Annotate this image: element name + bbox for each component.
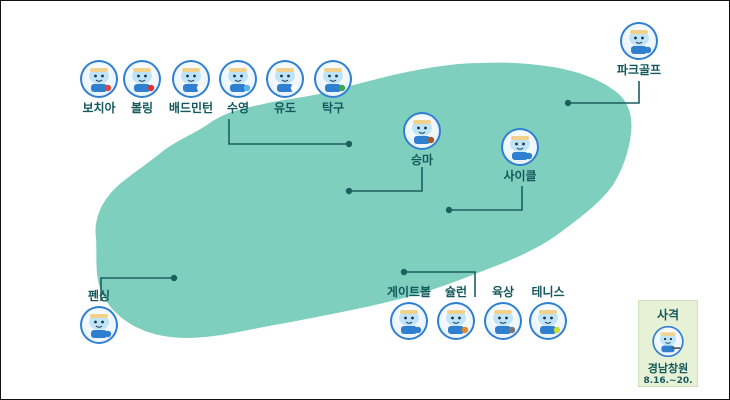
- venue-judo[interactable]: 유도: [250, 59, 320, 115]
- venue-tabletennis[interactable]: 탁구: [298, 59, 368, 115]
- venue-location-dot: [345, 140, 353, 148]
- venue-parkgolf[interactable]: 파크골프: [604, 21, 674, 77]
- mascot-fencing-icon: [80, 306, 118, 344]
- venue-bowling[interactable]: 볼링: [107, 59, 177, 115]
- mascot-shooting-icon: [652, 325, 684, 358]
- mascot-table-tennis-icon: [314, 60, 352, 98]
- mascot-cycling-icon: [501, 128, 539, 166]
- venue-tennis[interactable]: 테니스: [513, 285, 583, 341]
- venue-label: 보치아: [82, 101, 116, 115]
- offsite-city: 경남창원: [647, 362, 689, 375]
- venue-cycling[interactable]: 사이클: [485, 127, 555, 183]
- venue-badminton[interactable]: 배드민턴: [156, 59, 226, 115]
- venue-label: 수영: [226, 101, 250, 115]
- mascot-shuffleboard-icon: [437, 302, 475, 340]
- mascot-judo-icon: [266, 60, 304, 98]
- mascot-park-golf-icon: [620, 22, 658, 60]
- venue-label: 슐런: [444, 285, 468, 299]
- leader-line: [449, 186, 523, 211]
- mascot-tennis-icon: [529, 302, 567, 340]
- leader-line: [568, 81, 640, 104]
- leader-line: [100, 277, 174, 301]
- venue-label: 테니스: [531, 285, 565, 299]
- venue-fencing[interactable]: 펜싱: [64, 289, 134, 345]
- leader-lines: [100, 81, 640, 301]
- venue-location-dot: [170, 274, 178, 282]
- offsite-dates: 8.16.~20.: [643, 376, 693, 386]
- venue-location-dot: [564, 99, 572, 107]
- mascot-bocce-icon: [80, 60, 118, 98]
- mascot-bowling-icon: [123, 60, 161, 98]
- venue-label: 볼링: [130, 101, 154, 115]
- venue-athletics[interactable]: 육상: [468, 285, 538, 341]
- venue-location-dot: [345, 187, 353, 195]
- offsite-venue-box: 사격 경남창원 8.16.~20.: [638, 300, 698, 387]
- mascot-equestrian-icon: [403, 112, 441, 150]
- leader-line: [349, 167, 423, 192]
- venue-location-dot: [445, 206, 453, 214]
- venue-label: 게이트볼: [386, 285, 432, 299]
- mascot-gateball-icon: [390, 302, 428, 340]
- venue-swimming[interactable]: 수영: [203, 59, 273, 115]
- venue-location-dot: [400, 268, 408, 276]
- offsite-sport-label: 사격: [656, 308, 680, 322]
- mascot-athletics-icon: [484, 302, 522, 340]
- venue-label: 탁구: [321, 101, 345, 115]
- venue-label: 사이클: [503, 169, 537, 183]
- venue-bocce[interactable]: 보치아: [64, 59, 134, 115]
- venue-equestrian[interactable]: 승마: [387, 111, 457, 167]
- venue-label: 펜싱: [87, 289, 111, 303]
- leader-dots: [170, 99, 572, 282]
- leader-line: [404, 271, 476, 297]
- venue-label: 파크골프: [616, 63, 662, 77]
- venue-label: 육상: [491, 285, 515, 299]
- mascot-badminton-icon: [172, 60, 210, 98]
- mascot-swimming-icon: [219, 60, 257, 98]
- venue-label: 배드민턴: [168, 101, 214, 115]
- leader-line: [228, 119, 349, 145]
- venue-label: 유도: [273, 101, 297, 115]
- venue-gateball[interactable]: 게이트볼: [374, 285, 444, 341]
- venue-label: 승마: [410, 153, 434, 167]
- venue-curling[interactable]: 슐런: [421, 285, 491, 341]
